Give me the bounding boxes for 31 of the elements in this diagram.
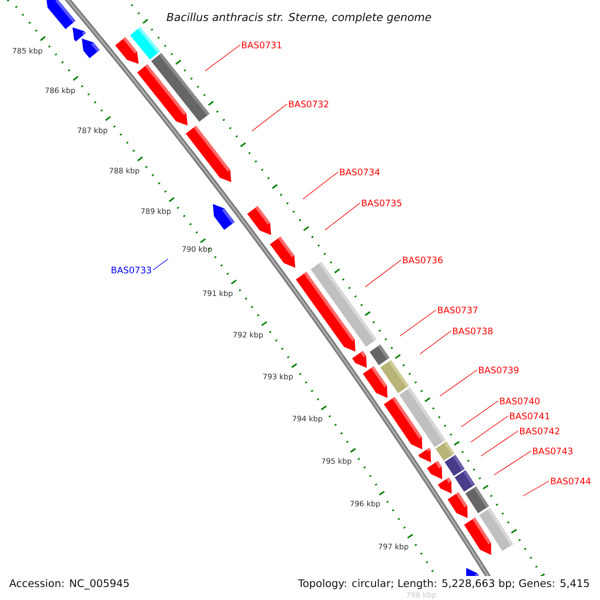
gene-label: BAS0736	[403, 256, 443, 264]
gene-label: BAS0739	[479, 366, 519, 374]
leader-line	[494, 450, 532, 476]
leader-line	[522, 480, 550, 496]
gene-label: BAS0741	[510, 412, 550, 420]
leader-line	[470, 416, 508, 442]
leader-line	[302, 172, 338, 200]
gene-label: BAS0737	[438, 306, 478, 314]
leader-line	[440, 370, 478, 396]
gene-label: BAS0735	[362, 200, 402, 206]
leader-line	[400, 310, 436, 336]
gene-label: BAS0738	[453, 328, 493, 334]
leader-line	[324, 202, 360, 230]
leader-line	[364, 260, 402, 288]
leader-line	[420, 330, 452, 354]
title: Bacillus anthracis str. Sterne, complete genome	[166, 12, 432, 24]
leader-line	[152, 258, 168, 270]
leader-line	[480, 430, 518, 456]
gene-label: BAS0732	[289, 100, 328, 108]
gene-label: BAS0740	[500, 398, 540, 404]
gene-label: BAS0743	[533, 448, 572, 454]
gene-label: BAS0731	[242, 42, 282, 48]
footer-text: Accession: NC_005945	[9, 579, 129, 590]
leader-line	[460, 400, 498, 428]
gene-label: BAS0733	[112, 266, 152, 274]
gene-label: BAS0734	[340, 168, 380, 176]
leader-line	[204, 44, 240, 72]
gene-label: BAS0744	[551, 478, 591, 484]
leader-line	[252, 104, 288, 132]
gene-label: BAS0742	[520, 428, 560, 434]
footer-text: Topology: circular; Length: 5,228,663 bp; Genes: 5,415	[298, 579, 589, 590]
